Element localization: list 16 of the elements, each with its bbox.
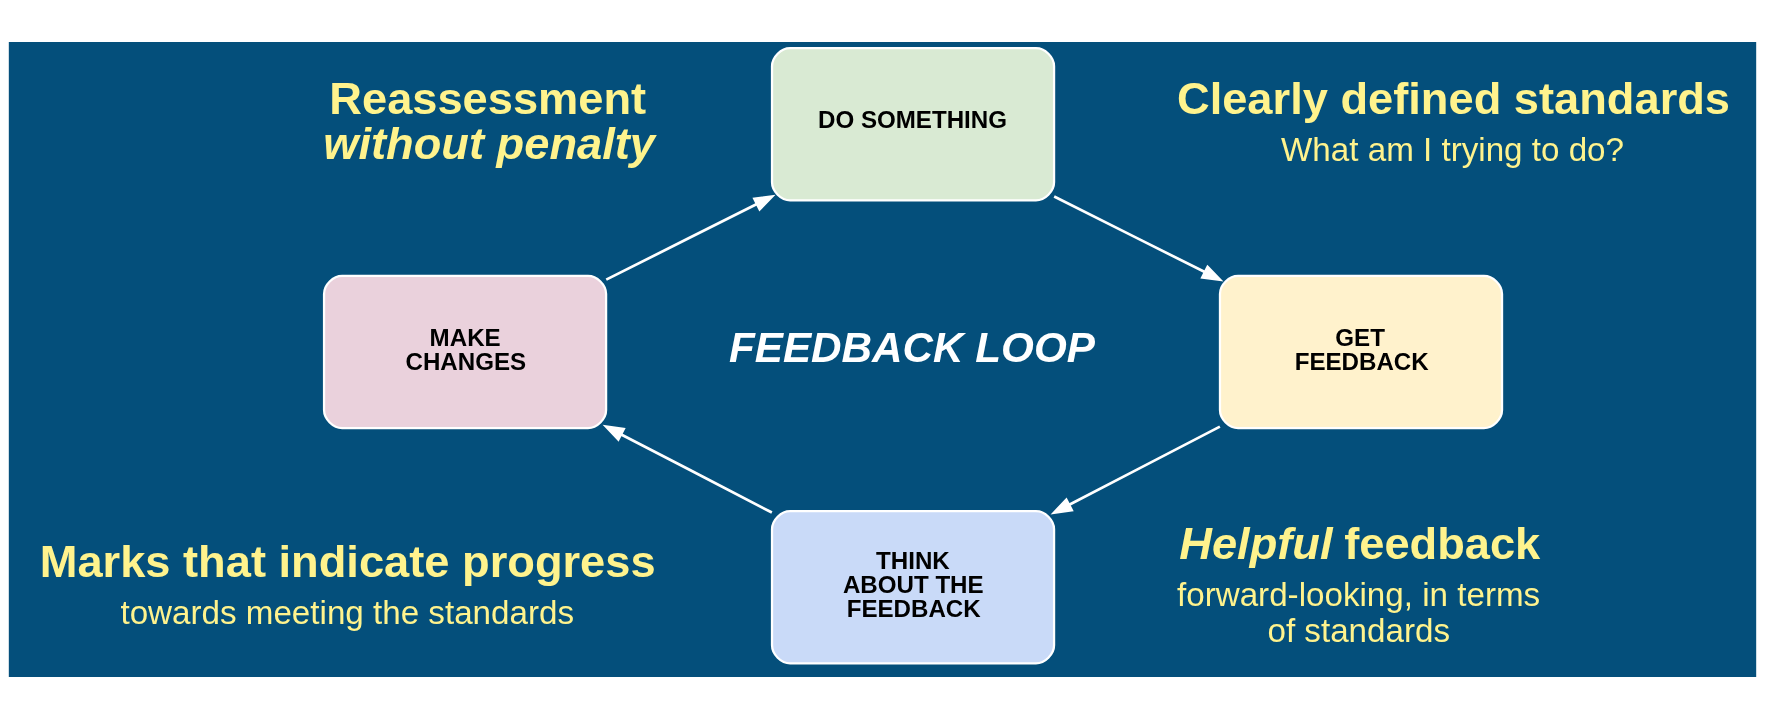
label: Helpful feedback bbox=[1179, 517, 1541, 569]
label: Reassessment without penalty bbox=[323, 72, 656, 169]
label: Marks that indicate progress bbox=[39, 535, 656, 587]
arrow bbox=[1050, 425, 1221, 515]
arrow bbox=[605, 194, 776, 281]
arrow bbox=[1053, 195, 1224, 282]
label: towards meeting the standards bbox=[120, 594, 575, 632]
node-box: DO SOMETHING bbox=[770, 46, 1056, 202]
node-box: THINK ABOUT THE FEEDBACK bbox=[770, 509, 1056, 665]
label: Clearly defined standards bbox=[1177, 72, 1731, 124]
arrow bbox=[602, 424, 773, 514]
node-box: GET FEEDBACK bbox=[1218, 274, 1504, 430]
node-box: MAKE CHANGES bbox=[322, 274, 608, 430]
label: FEEDBACK LOOP bbox=[729, 323, 1095, 371]
label: What am I trying to do? bbox=[1281, 131, 1625, 169]
label: forward-looking, in terms of standards bbox=[1177, 576, 1541, 650]
